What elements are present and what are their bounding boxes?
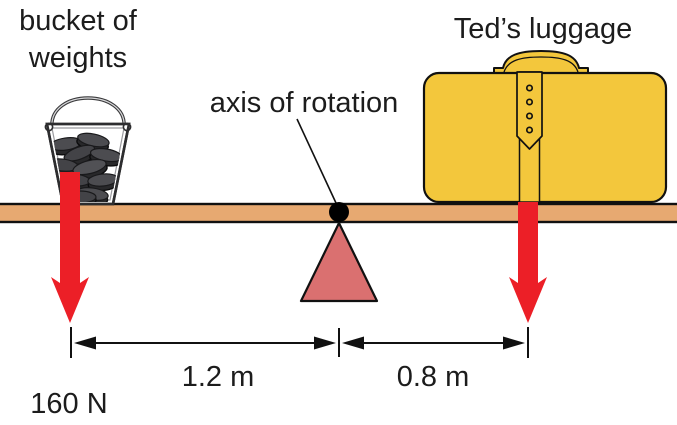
force-value-label: 160 N bbox=[30, 388, 108, 420]
pivot-dot bbox=[329, 202, 349, 222]
bucket-label-line2: weights bbox=[28, 42, 128, 74]
distance-right-label: 0.8 m bbox=[396, 361, 470, 393]
dimension-arrow-left bbox=[74, 336, 336, 350]
force-arrow-bucket bbox=[51, 172, 89, 323]
suitcase-body bbox=[422, 71, 668, 204]
weight-discs bbox=[51, 132, 123, 202]
suitcase-handle bbox=[493, 50, 589, 75]
fulcrum-triangle bbox=[299, 221, 379, 303]
distance-left-label: 1.2 m bbox=[181, 361, 255, 393]
dimension-arrow-right bbox=[342, 336, 525, 350]
bucket bbox=[44, 122, 132, 206]
suitcase-belt-tip bbox=[516, 71, 543, 150]
force-arrow-luggage bbox=[509, 202, 547, 323]
suitcase bbox=[422, 50, 668, 204]
luggage-label: Ted’s luggage bbox=[453, 13, 633, 45]
axis-leader-line bbox=[296, 118, 337, 204]
dimension-ticks bbox=[70, 327, 529, 358]
bucket-label-line1: bucket of bbox=[19, 5, 137, 37]
suitcase-handle-inner-line bbox=[503, 56, 579, 73]
axis-of-rotation-label: axis of rotation bbox=[209, 87, 399, 119]
bucket-handle bbox=[50, 96, 126, 129]
belt-holes bbox=[525, 84, 534, 134]
bucket-label: bucket of weights bbox=[19, 3, 137, 77]
